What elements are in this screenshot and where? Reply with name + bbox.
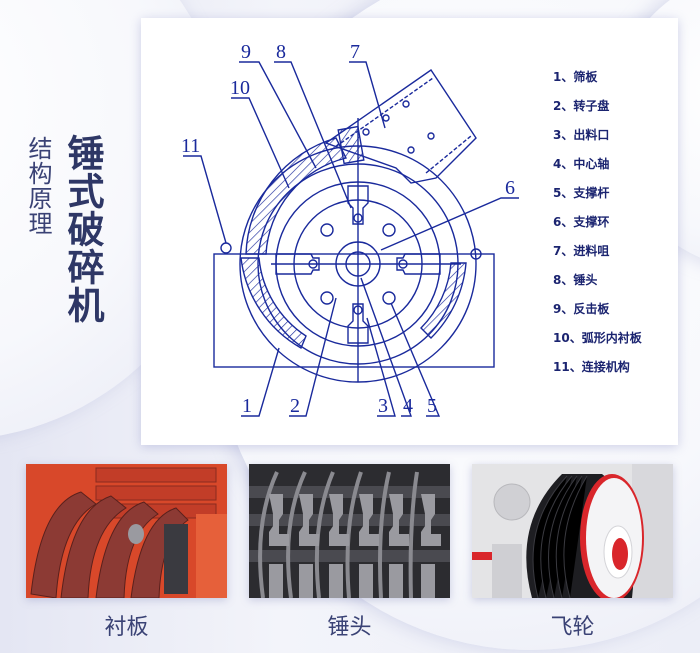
legend-item: 10、弧形内衬板 xyxy=(553,331,642,345)
diagram-panel xyxy=(141,18,678,445)
title-subtitle: 结构原理 xyxy=(24,136,52,236)
legend-item: 3、出料口 xyxy=(553,128,610,142)
photo-caption: 飞轮 xyxy=(550,615,595,640)
callout-10: 10 xyxy=(230,77,250,99)
legend-item: 7、进料咀 xyxy=(553,244,610,258)
callout-9: 9 xyxy=(241,41,251,63)
flywheel-photo xyxy=(472,464,673,598)
callout-3: 3 xyxy=(378,395,388,417)
callout-4: 4 xyxy=(403,395,413,417)
callout-7: 7 xyxy=(350,41,360,63)
callout-1: 1 xyxy=(242,395,252,417)
legend-item: 9、反击板 xyxy=(553,302,610,316)
legend-item: 2、转子盘 xyxy=(553,99,610,113)
callout-5: 5 xyxy=(427,395,437,417)
legend-item: 6、支撑环 xyxy=(553,215,610,229)
hammer-crusher-diagram: 11 10 9 8 7 6 1 2 3 4 5 xyxy=(181,41,519,417)
callout-2: 2 xyxy=(290,395,300,417)
photo-caption: 衬板 xyxy=(104,615,149,640)
legend-item: 1、筛板 xyxy=(553,70,598,84)
liner-plate-photo xyxy=(26,464,227,598)
legend-item: 11、连接机构 xyxy=(553,360,630,374)
photo-caption: 锤头 xyxy=(327,615,372,640)
callout-11: 11 xyxy=(181,135,200,157)
callout-6: 6 xyxy=(505,177,515,199)
legend-item: 5、支撑杆 xyxy=(553,186,610,200)
callout-8: 8 xyxy=(276,41,286,63)
legend-item: 4、中心轴 xyxy=(553,157,610,171)
hammer-head-photo xyxy=(249,464,450,598)
parts-legend: 1、筛板 2、转子盘 3、出料口 4、中心轴 5、支撑杆 6、支撑环 7、进料咀… xyxy=(553,68,642,387)
page-title: 锤式破碎机 xyxy=(61,134,104,324)
legend-item: 8、锤头 xyxy=(553,273,598,287)
